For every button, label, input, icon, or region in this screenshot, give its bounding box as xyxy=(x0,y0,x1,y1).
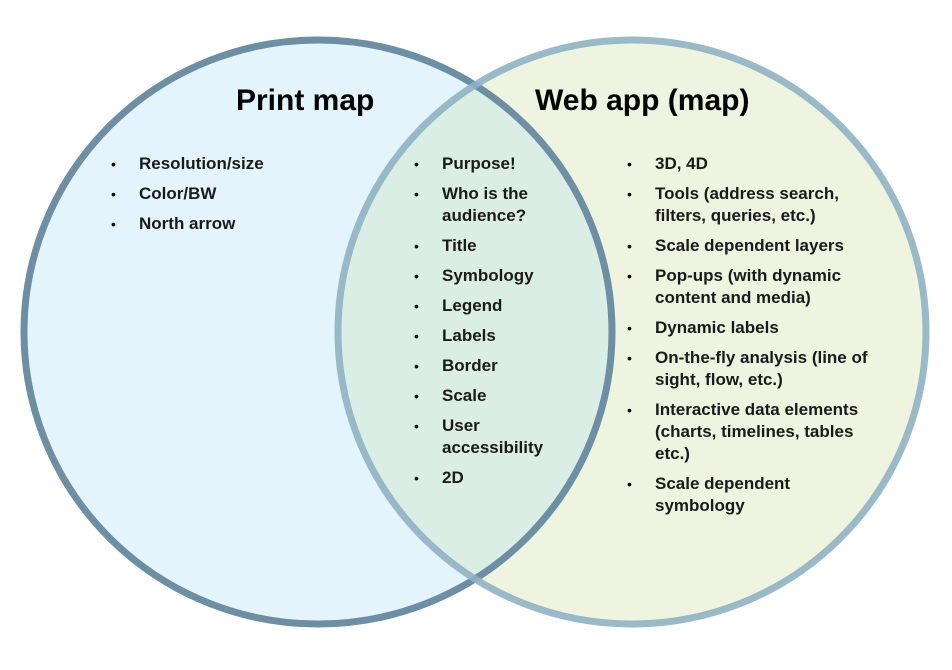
list-item: North arrow xyxy=(109,213,299,235)
shared-list: Purpose! Who is the audience? Title Symb… xyxy=(412,153,572,497)
list-item: Resolution/size xyxy=(109,153,299,175)
list-item: Scale dependent symbology xyxy=(625,473,880,517)
list-item: Symbology xyxy=(412,265,572,287)
list-item: Who is the audience? xyxy=(412,183,572,227)
list-item: Labels xyxy=(412,325,572,347)
list-item: Color/BW xyxy=(109,183,299,205)
list-item: Pop-ups (with dynamic content and media) xyxy=(625,265,880,309)
list-item: Scale xyxy=(412,385,572,407)
web-app-list: 3D, 4D Tools (address search, filters, q… xyxy=(625,153,880,525)
print-map-title: Print map xyxy=(236,84,375,117)
print-map-circle-outline xyxy=(20,36,616,628)
list-item: Legend xyxy=(412,295,572,317)
web-app-title: Web app (map) xyxy=(535,84,750,117)
list-item: On-the-fly analysis (line of sight, flow… xyxy=(625,347,880,391)
list-item: Interactive data elements (charts, timel… xyxy=(625,399,880,465)
list-item: 3D, 4D xyxy=(625,153,880,175)
list-item: Tools (address search, filters, queries,… xyxy=(625,183,880,227)
web-app-circle-outline xyxy=(334,36,930,628)
list-item: Title xyxy=(412,235,572,257)
list-item: Dynamic labels xyxy=(625,317,880,339)
print-map-list: Resolution/size Color/BW North arrow xyxy=(109,153,299,243)
list-item: Purpose! xyxy=(412,153,572,175)
list-item: Scale dependent layers xyxy=(625,235,880,257)
list-item: Border xyxy=(412,355,572,377)
list-item: 2D xyxy=(412,467,572,489)
list-item: User accessibility xyxy=(412,415,572,459)
